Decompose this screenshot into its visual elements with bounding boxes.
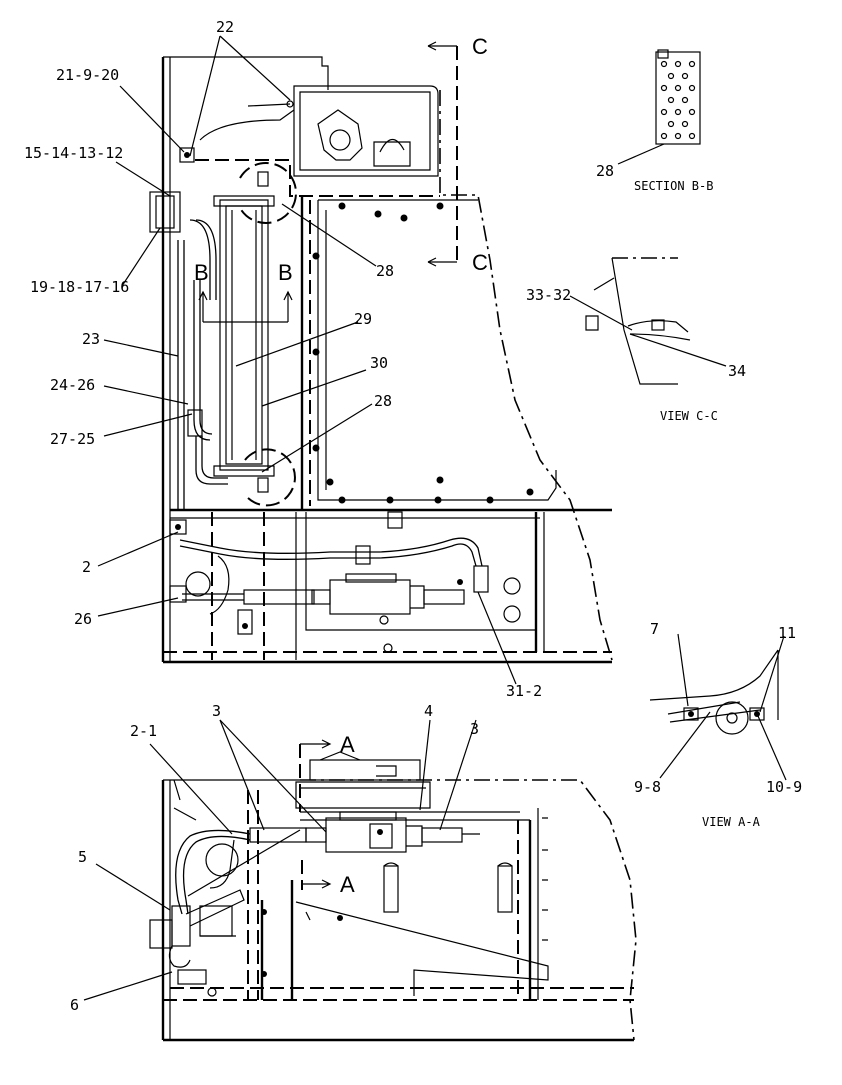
callout-labels: 22 21-9-20 15-14-13-12 19-18-17-16 23 24… — [24, 18, 802, 1014]
section-letter-b-right: B — [278, 260, 293, 285]
title-section-bb: SECTION B-B — [634, 179, 713, 193]
leader-lines — [83, 35, 517, 1001]
callout-31-2: 31-2 — [506, 682, 542, 700]
callout-3-right: 3 — [470, 720, 479, 738]
callout-2-1: 2-1 — [130, 722, 157, 740]
callout-24-26: 24-26 — [50, 376, 95, 394]
callout-22: 22 — [216, 18, 234, 36]
callout-10-9: 10-9 — [766, 778, 802, 796]
callout-27-25: 27-25 — [50, 430, 95, 448]
callout-4: 4 — [424, 702, 433, 720]
callout-15-14-13-12: 15-14-13-12 — [24, 144, 123, 162]
callout-28-section: 28 — [596, 162, 614, 180]
callout-21-9-20: 21-9-20 — [56, 66, 119, 84]
callout-3-left: 3 — [212, 702, 221, 720]
upper-main-view — [149, 41, 613, 664]
view-aa — [649, 633, 787, 781]
title-view-aa: VIEW A-A — [702, 815, 761, 829]
callout-9-8: 9-8 — [634, 778, 661, 796]
callout-6: 6 — [70, 996, 79, 1014]
callout-23: 23 — [82, 330, 100, 348]
callout-29: 29 — [354, 310, 372, 328]
lower-main-view — [149, 739, 637, 1042]
section-letter-a-lower: A — [340, 872, 355, 897]
view-titles: SECTION B-B VIEW C-C VIEW A-A — [634, 179, 761, 829]
callout-26: 26 — [74, 610, 92, 628]
panel-bolts — [312, 202, 534, 504]
callout-28-upper: 28 — [376, 262, 394, 280]
heater-core — [213, 195, 275, 477]
section-letter-c-upper: C — [472, 34, 488, 59]
pump-assembly-upper — [182, 573, 465, 635]
section-markers: C C B B A A — [194, 34, 488, 897]
section-letter-c-lower: C — [472, 250, 488, 275]
callout-30: 30 — [370, 354, 388, 372]
section-letter-b-left: B — [194, 260, 209, 285]
callout-34: 34 — [728, 362, 746, 380]
section-letter-a-upper: A — [340, 732, 355, 757]
callout-33-32: 33-32 — [526, 286, 571, 304]
callout-19-18-17-16: 19-18-17-16 — [30, 278, 129, 296]
view-cc — [569, 257, 727, 385]
title-view-cc: VIEW C-C — [660, 409, 718, 423]
section-bb-view — [617, 49, 701, 165]
pump-assembly-lower — [249, 811, 480, 853]
callout-5: 5 — [78, 848, 87, 866]
callout-2: 2 — [82, 558, 91, 576]
callout-11: 11 — [778, 624, 796, 642]
callout-7: 7 — [650, 620, 659, 638]
section-bb-mesh — [660, 60, 696, 140]
callout-28-lower: 28 — [374, 392, 392, 410]
